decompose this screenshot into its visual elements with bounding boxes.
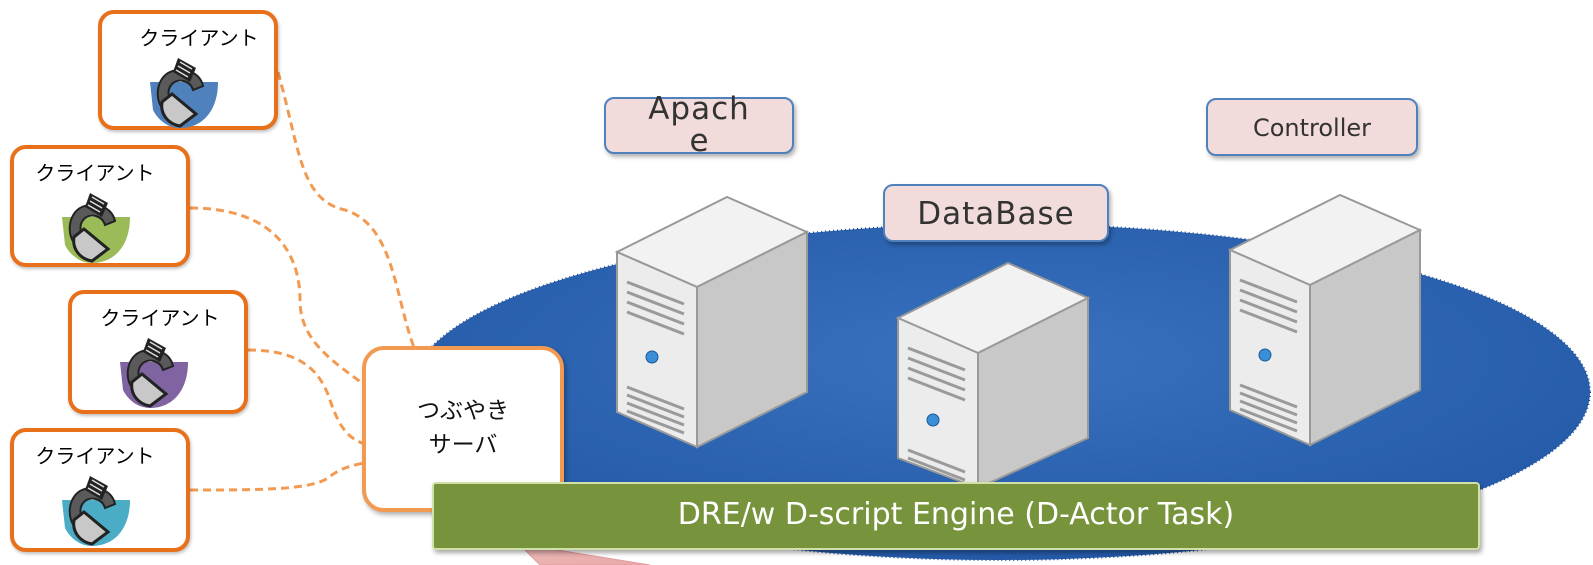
controller-label: Controller bbox=[1206, 98, 1418, 156]
client-icon bbox=[120, 338, 188, 408]
client-icon bbox=[62, 476, 130, 546]
connector-client-2 bbox=[189, 206, 373, 392]
connector-client-3 bbox=[247, 348, 369, 447]
database-server-icon bbox=[895, 261, 1091, 488]
engine-bar: DRE/w D-script Engine (D-Actor Task) bbox=[432, 482, 1480, 550]
tsubuyaki-server-line1: つぶやき bbox=[417, 398, 509, 424]
client-icon bbox=[62, 193, 130, 263]
connector-client-1 bbox=[276, 71, 417, 351]
apache-label-line1: Apach bbox=[648, 91, 750, 127]
client-box-2: クライアント bbox=[10, 145, 190, 267]
apache-label-line2: e bbox=[689, 123, 709, 159]
apache-label: Apach e bbox=[604, 93, 794, 159]
client-icon bbox=[150, 58, 218, 128]
apache-server-icon bbox=[614, 195, 810, 449]
connector-client-4 bbox=[189, 460, 371, 492]
client-label: クライアント bbox=[35, 444, 155, 468]
database-label: DataBase bbox=[883, 184, 1109, 242]
client-box-1: クライアント bbox=[98, 10, 278, 130]
client-box-4: クライアント bbox=[10, 428, 190, 552]
client-label: クライアント bbox=[100, 306, 220, 330]
client-box-3: クライアント bbox=[68, 290, 248, 414]
tsubuyaki-server-line2: サーバ bbox=[428, 432, 498, 458]
client-label: クライアント bbox=[35, 161, 155, 185]
client-label: クライアント bbox=[139, 26, 259, 50]
controller-server-icon bbox=[1227, 193, 1423, 447]
